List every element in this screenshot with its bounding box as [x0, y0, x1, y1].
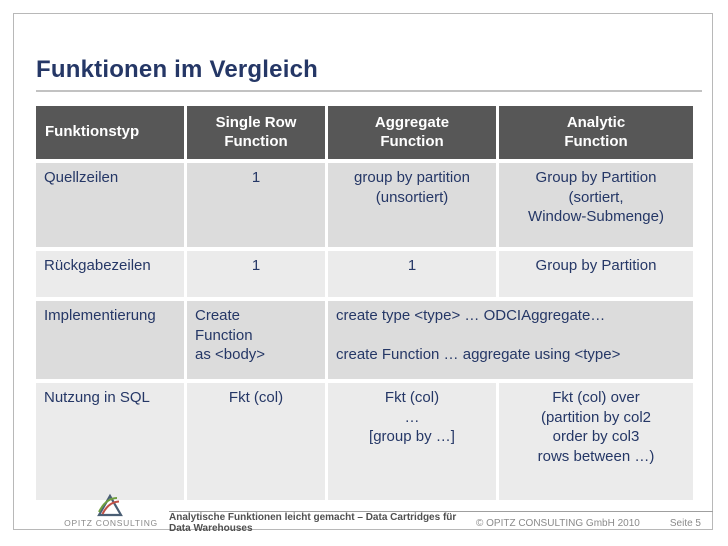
slide-canvas: Funktionen im Vergleich Funktionstyp Sin…	[13, 13, 713, 534]
row-label-nutzung-in-sql: Nutzung in SQL	[36, 383, 184, 500]
title-divider	[36, 90, 702, 92]
footer-copyright: © OPITZ CONSULTING GmbH 2010	[475, 517, 640, 529]
table-cell: Create Function as <body>	[187, 301, 325, 379]
table-cell: 1	[187, 163, 325, 247]
row-label-rueckgabezeilen: Rückgabezeilen	[36, 251, 184, 297]
footer-document-title: Analytische Funktionen leicht gemacht – …	[169, 512, 457, 534]
table-cell: Fkt (col) over (partition by col2 order …	[499, 383, 693, 500]
table-header-analytic: Analytic Function	[499, 106, 693, 159]
table-header-single-row: Single Row Function	[187, 106, 325, 159]
table-cell: Fkt (col)	[187, 383, 325, 500]
row-label-quellzeilen: Quellzeilen	[36, 163, 184, 247]
row-label-implementierung: Implementierung	[36, 301, 184, 379]
comparison-table: Funktionstyp Single Row Function Aggrega…	[36, 106, 693, 500]
footer: Analytische Funktionen leicht gemacht – …	[169, 512, 713, 534]
table-cell: Group by Partition	[499, 251, 693, 297]
footer-divider	[169, 511, 713, 512]
footer-page-number: Seite 5	[669, 517, 701, 529]
opitz-consulting-logo-icon	[97, 493, 123, 517]
table-cell: Fkt (col) … [group by …]	[328, 383, 496, 500]
table-cell: group by partition (unsortiert)	[328, 163, 496, 247]
table-header-aggregate: Aggregate Function	[328, 106, 496, 159]
slide-title: Funktionen im Vergleich	[36, 56, 318, 83]
table-cell: 1	[187, 251, 325, 297]
table-cell-spanning: create type <type> … ODCIAggregate… crea…	[328, 301, 693, 379]
table-cell: Group by Partition (sortiert, Window-Sub…	[499, 163, 693, 247]
table-cell: 1	[328, 251, 496, 297]
company-logo: OPITZ CONSULTING	[54, 493, 168, 528]
logo-wordmark: OPITZ CONSULTING	[64, 518, 158, 528]
table-header-funktionstyp: Funktionstyp	[36, 106, 184, 159]
